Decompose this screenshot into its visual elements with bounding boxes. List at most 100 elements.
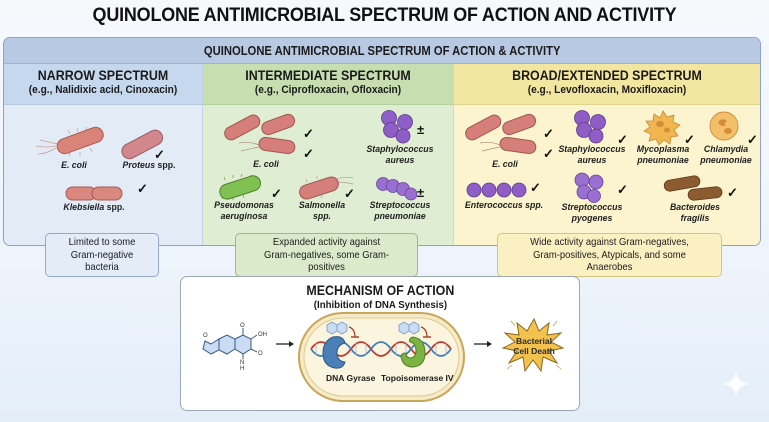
bacterial-cell-inner (303, 317, 460, 397)
check-icon: ✓ (543, 126, 554, 141)
organism-label: Staphylococcus (558, 144, 626, 155)
inhibition-arrow-icon (348, 326, 356, 338)
quinolone-molecule-icon (202, 328, 258, 359)
intermediate-spectrum-examples: (e.g., Ciprofloxacin, Ofloxacin) (254, 84, 402, 96)
salmonella-flagellated-rod-icon (299, 176, 354, 200)
molecule-n: N (240, 360, 244, 366)
arrow-right-icon (276, 341, 294, 347)
bacteroides-rods-icon (663, 175, 723, 201)
organism-label-line2: pneumoniae (637, 155, 689, 166)
klebsiella-diplobacillus-icon (65, 186, 123, 201)
organism-label: Streptococcus (369, 200, 431, 211)
streptococcus-cluster-icon (574, 172, 604, 203)
broad-spectrum-column: BROAD/EXTENDED SPECTRUM (e.g., Levofloxa… (454, 64, 760, 245)
plus-minus-icon: ± (417, 122, 425, 137)
organism-e-coli-narrow: E. coli (34, 124, 114, 171)
summary-line: Wide activity against Gram-negatives, (530, 236, 689, 248)
quinolone-bound-gyrase-icon (326, 321, 348, 335)
plus-minus-icon: ± (417, 185, 425, 200)
organism-label-line2: pneumoniae (374, 211, 426, 222)
organism-e-coli-broad: E. coli (460, 109, 550, 170)
summary-line: Limited to some (68, 236, 136, 248)
e-coli-rods-icon (465, 113, 537, 155)
check-icon: ✓ (530, 180, 541, 195)
page-title: QUINOLONE ANTIMICROBIAL SPECTRUM OF ACTI… (92, 4, 677, 26)
proteus-rod-icon (121, 129, 164, 160)
organism-chlamydia: Chlamydia pneumoniae (696, 108, 756, 166)
check-icon: ✓ (344, 186, 355, 201)
check-icon: ✓ (684, 132, 695, 147)
organism-suffix: spp. (155, 160, 176, 171)
mechanism-title: MECHANISM OF ACTION (181, 283, 579, 298)
check-icon: ✓ (617, 132, 628, 147)
topoisomerase-iv-enzyme-icon (400, 336, 426, 368)
broad-spectrum-header: BROAD/EXTENDED SPECTRUM (e.g., Levofloxa… (454, 64, 760, 105)
narrow-spectrum-summary: Limited to some Gram-negative bacteria (45, 233, 159, 277)
e-coli-flagellated-rod-icon (35, 126, 105, 157)
organism-label: Pseudomonas (214, 200, 274, 211)
sparkle-icon (723, 371, 749, 397)
organism-label: Staphylococcus (366, 144, 434, 155)
summary-line: Gram-negatives, some Gram-positives (264, 248, 389, 274)
check-icon: ✓ (543, 146, 554, 161)
spectrum-panel: QUINOLONE ANTIMICROBIAL SPECTRUM OF ACTI… (3, 37, 761, 246)
molecule-ring-o: O (203, 333, 208, 339)
molecule-o-right: O (258, 351, 263, 357)
summary-line: Gram-negative bacteria (70, 248, 134, 274)
chlamydia-cell-icon (709, 111, 739, 141)
narrow-spectrum-examples: (e.g., Nalidixic acid, Cinoxacin) (28, 84, 178, 96)
check-icon: ✓ (154, 147, 165, 162)
molecule-h: H (240, 366, 244, 372)
check-icon: ✓ (137, 181, 148, 196)
organism-proteus: Proteus spp. (114, 127, 184, 171)
mechanism-diagram: O O OH O N H (202, 312, 565, 402)
organism-label: E. coli (253, 159, 279, 170)
inhibition-arrow-icon (420, 326, 428, 338)
organism-label: Bacteroides (669, 202, 721, 213)
summary-line: Expanded activity against (272, 236, 381, 248)
streptococcus-chain-icon (376, 177, 418, 201)
organism-strep-pyogenes: Streptococcus pyogenes (554, 172, 630, 224)
organism-label-line2: spp. (313, 211, 331, 222)
intermediate-spectrum-header: INTERMEDIATE SPECTRUM (e.g., Ciprofloxac… (203, 64, 453, 105)
organism-label: Streptococcus (561, 202, 623, 213)
organism-e-coli-intermediate: E. coli (221, 109, 311, 170)
organism-strep-pneumoniae-intermediate: Streptococcus pneumoniae (361, 176, 439, 222)
organism-mycoplasma: Mycoplasma pneumoniae (632, 108, 694, 166)
organism-label: Mycoplasma (636, 144, 690, 155)
organism-genus: Klebsiella (63, 202, 105, 213)
check-icon: ✓ (303, 146, 314, 161)
check-icon: ✓ (617, 182, 628, 197)
organism-pseudomonas: Pseudomonas aeruginosa (205, 173, 283, 222)
narrow-spectrum-column: NARROW SPECTRUM (e.g., Nalidixic acid, C… (4, 64, 203, 245)
mycoplasma-pleomorphic-icon (643, 110, 681, 146)
organism-label: Salmonella (298, 200, 346, 211)
dna-gyrase-label: DNA Gyrase (326, 373, 376, 383)
intermediate-spectrum-column: INTERMEDIATE SPECTRUM (e.g., Ciprofloxac… (203, 64, 454, 245)
molecule-o-top: O (240, 323, 245, 329)
mechanism-title-text: MECHANISM OF ACTION (306, 283, 454, 298)
enterococcus-chain-icon (466, 182, 527, 198)
organism-label: Enterococcus spp. (464, 200, 544, 211)
broad-spectrum-examples: (e.g., Levofloxacin, Moxifloxacin) (527, 84, 687, 96)
mechanism-subtitle: (Inhibition of DNA Synthesis) (181, 299, 579, 311)
narrow-spectrum-title: NARROW SPECTRUM (37, 68, 169, 83)
organism-label-line2: aureus (577, 155, 607, 166)
pseudomonas-rod-icon (219, 173, 261, 200)
broad-spectrum-summary: Wide activity against Gram-negatives, Gr… (497, 233, 722, 277)
broad-spectrum-title: BROAD/EXTENDED SPECTRUM (512, 68, 702, 83)
panel-header: QUINOLONE ANTIMICROBIAL SPECTRUM OF ACTI… (4, 38, 760, 64)
dna-gyrase-enzyme-icon (322, 336, 346, 369)
organism-label-line2: pneumoniae (700, 155, 752, 166)
quinolone-bound-topoisomerase-icon (398, 321, 420, 335)
organism-label: Klebsiella spp. (57, 202, 131, 213)
panel-title: QUINOLONE ANTIMICROBIAL SPECTRUM OF ACTI… (203, 44, 561, 58)
organism-label: Chlamydia (703, 144, 749, 155)
organism-label: E. coli (61, 160, 87, 171)
cell-death-starburst-icon (501, 317, 565, 373)
mechanism-of-action-box: MECHANISM OF ACTION (Inhibition of DNA S… (180, 276, 580, 411)
check-icon: ✓ (303, 126, 314, 141)
check-icon: ✓ (727, 185, 738, 200)
organism-label: E. coli (492, 159, 518, 170)
mechanism-subtitle-text: (Inhibition of DNA Synthesis) (313, 299, 447, 311)
